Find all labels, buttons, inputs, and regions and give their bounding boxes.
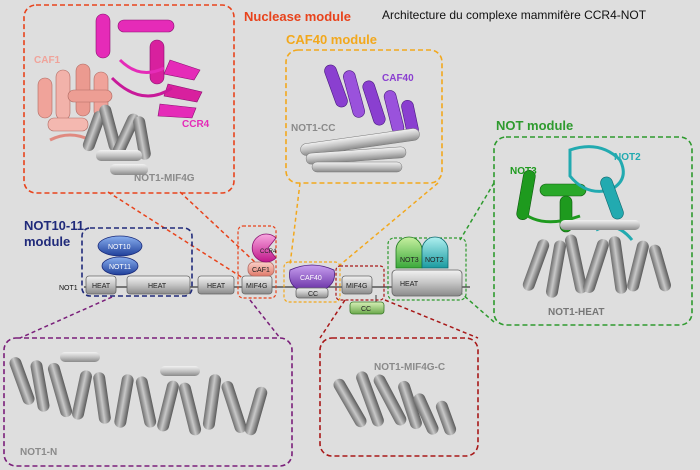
- caf40-schematic: CAF40 CC: [289, 264, 335, 299]
- caf40-structure: [324, 64, 419, 137]
- heat-domain-3: [197, 275, 235, 295]
- caf40-schematic-label: CAF40: [300, 275, 322, 282]
- not10-11-module-label-2: module: [24, 234, 70, 249]
- mif4g-domain-1-label: MIF4G: [246, 283, 267, 290]
- not1-mif4g-label: NOT1-MIF4G: [134, 173, 195, 184]
- mif4g-domain-2-label: MIF4G: [346, 283, 367, 290]
- not1-heat-label: NOT1-HEAT: [548, 307, 604, 318]
- not3-structure-label: NOT3: [510, 166, 537, 177]
- not1-heat-structure: [522, 220, 671, 298]
- caf40-module-panel: CAF40 module CAF40 NOT1-CC: [285, 32, 443, 184]
- caf1-schematic-label: CAF1: [252, 267, 270, 274]
- nuclease-schematic: CAF1 CCR4: [247, 233, 277, 277]
- not10-11-schematic: NOT10 NOT11: [97, 235, 143, 276]
- cc-domain-not-label: CC: [361, 306, 371, 313]
- not1-mif4g-c-panel: NOT1-MIF4G-C: [319, 337, 479, 457]
- not1-label: NOT1: [59, 285, 78, 292]
- figure-title: Architecture du complexe mammifère CCR4-…: [382, 8, 647, 22]
- heat-domain-3-label: HEAT: [207, 283, 226, 290]
- ccr4-label: CCR4: [182, 119, 210, 130]
- not1-cc-label: NOT1-CC: [291, 123, 335, 134]
- not11-schematic-label: NOT11: [109, 264, 131, 271]
- not1-mif4g-c-structure: [333, 371, 457, 436]
- not-schematic: NOT3 NOT2: [395, 236, 449, 269]
- mif4g-domain-2: [341, 275, 373, 295]
- caf1-schematic: [247, 261, 275, 277]
- caf40-module-label: CAF40 module: [286, 32, 377, 47]
- cc-domain-caf40: [295, 287, 329, 299]
- not1-n-panel: NOT1-N: [3, 337, 293, 467]
- not11-schematic: [101, 256, 139, 276]
- not-module-label: NOT module: [496, 118, 573, 133]
- not10-schematic: [97, 235, 143, 257]
- heat-domain-1: [85, 275, 117, 295]
- not1-mif4g-c-label: NOT1-MIF4G-C: [374, 362, 445, 373]
- caf1-structure: [37, 63, 113, 142]
- cc-domain-not: [349, 301, 385, 315]
- nuclease-module-label: Nuclease module: [244, 9, 351, 24]
- heat-domain-1-label: HEAT: [92, 283, 111, 290]
- not1-n-label: NOT1-N: [20, 447, 57, 458]
- heat-domain-4-label: HEAT: [400, 281, 419, 288]
- caf40-structure-label: CAF40: [382, 73, 414, 84]
- schematic-group-boxes: [237, 225, 467, 303]
- ccr4-schematic-label: CCR4: [260, 249, 277, 255]
- heat-domain-2: [126, 275, 191, 295]
- not-module-panel: NOT module NOT3 NOT2 NOT1-HEAT: [493, 118, 693, 326]
- not10-11-module-panel: NOT10-11 module: [24, 218, 193, 297]
- cc-domain-caf40-label: CC: [308, 291, 318, 298]
- caf1-label: CAF1: [34, 55, 61, 66]
- heat-domain-2-label: HEAT: [148, 283, 167, 290]
- not1-mif4g-structure: [82, 104, 151, 175]
- not1-n-structure: [9, 352, 268, 436]
- not10-11-module-label-1: NOT10-11: [24, 218, 84, 233]
- ccr4-schematic: [251, 233, 277, 263]
- not2-schematic: [421, 236, 449, 269]
- nuclease-module-panel: Nuclease module CAF1 CCR4: [23, 4, 351, 194]
- not2-structure-label: NOT2: [614, 152, 641, 163]
- ccr4-structure: [95, 13, 203, 119]
- heat-domain-4: [391, 269, 463, 297]
- not2-schematic-label: NOT2: [425, 257, 444, 264]
- connector-lines: [19, 182, 495, 339]
- not3-schematic-label: NOT3: [400, 257, 419, 264]
- not1-cc-structure: [300, 128, 420, 173]
- not10-schematic-label: NOT10: [108, 244, 131, 251]
- not1-scaffold-schematic: NOT1 HEAT HEAT HEAT MIF4G MIF4G HEAT CC: [59, 269, 470, 315]
